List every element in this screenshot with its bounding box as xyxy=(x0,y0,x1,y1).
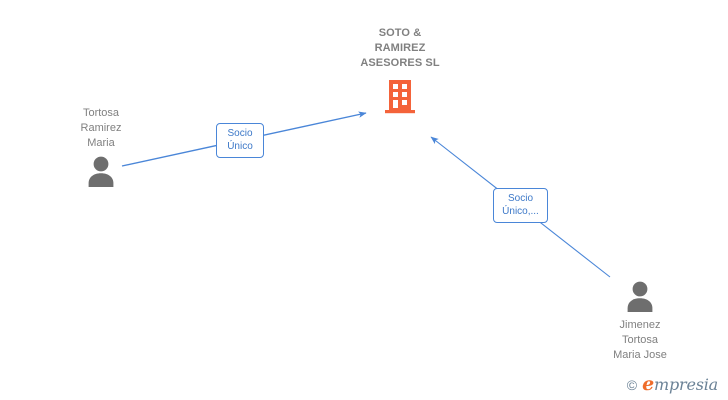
person-icon xyxy=(627,281,653,312)
person-node-right[interactable]: Jimenez Tortosa Maria Jose xyxy=(575,280,705,363)
copyright-icon: © xyxy=(626,376,638,393)
brand-initial: e xyxy=(642,373,654,395)
person-node-left[interactable]: Tortosa Ramirez Maria xyxy=(36,106,166,189)
brand-wordmark: empresia xyxy=(642,375,718,394)
relation-label-left[interactable]: Socio Único xyxy=(216,123,264,158)
relation-label-right[interactable]: Socio Único,... xyxy=(493,188,548,223)
brand-rest: mpresia xyxy=(654,375,718,394)
person-left-name-label: Tortosa Ramirez Maria xyxy=(80,107,122,149)
company-name-label: SOTO & RAMIREZ ASESORES SL xyxy=(360,27,440,69)
company-icon-wrap xyxy=(328,78,472,114)
person-right-name-label: Jimenez Tortosa Maria Jose xyxy=(613,319,667,361)
watermark: © empresia xyxy=(627,375,718,394)
person-right-icon-wrap xyxy=(575,280,705,314)
person-icon xyxy=(88,156,114,187)
person-left-icon-wrap xyxy=(36,155,166,189)
company-node[interactable]: SOTO & RAMIREZ ASESORES SL xyxy=(328,26,472,114)
building-icon xyxy=(385,80,415,114)
